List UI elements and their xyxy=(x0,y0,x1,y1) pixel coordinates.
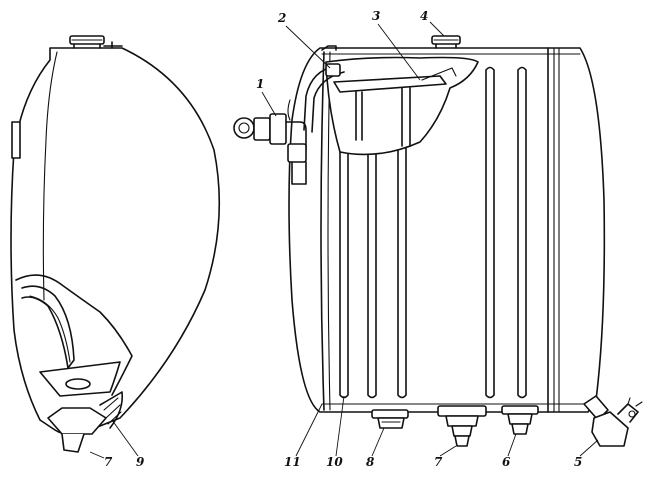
side-bracket xyxy=(11,121,21,159)
leader-8 xyxy=(371,427,385,457)
inner-bracket-post-2 xyxy=(401,87,411,147)
leader-4 xyxy=(429,21,445,37)
side-intake-pipe xyxy=(21,285,75,369)
top-lug xyxy=(321,45,337,51)
leader-10 xyxy=(335,395,345,457)
callout-2: 2 xyxy=(277,11,286,25)
drain-cock-5 xyxy=(583,395,643,447)
callout-6: 6 xyxy=(502,455,511,469)
callout-10: 10 xyxy=(326,455,343,469)
callout-7-left: 7 xyxy=(104,455,113,469)
callout-7-right: 7 xyxy=(434,455,443,469)
side-baffle-hole xyxy=(65,378,91,390)
side-section-view: 7 9 xyxy=(10,35,221,469)
side-pipe-inner xyxy=(29,295,71,363)
callout-1: 1 xyxy=(256,77,264,91)
leader-6 xyxy=(507,433,517,457)
leader-9 xyxy=(111,419,139,457)
leader-7-left xyxy=(89,451,105,459)
side-baffle xyxy=(39,361,121,397)
callout-11: 11 xyxy=(284,455,301,469)
filler-cap xyxy=(431,35,461,49)
side-top-tab xyxy=(103,41,123,49)
drain-fitting-6 xyxy=(501,405,539,435)
front-view: 1 2 3 4 11 10 8 7 6 5 xyxy=(233,9,643,469)
leader-11 xyxy=(295,403,323,457)
leader-2 xyxy=(285,25,331,69)
callout-9: 9 xyxy=(136,455,145,469)
side-cutaway-edge xyxy=(15,274,133,396)
callout-3: 3 xyxy=(372,9,380,23)
side-view-inner-wall xyxy=(42,51,58,301)
side-drain-plug xyxy=(61,433,85,453)
side-strainer-mesh xyxy=(103,397,122,425)
drain-fitting-8 xyxy=(371,409,409,429)
front-left-seam xyxy=(320,51,325,411)
callout-5: 5 xyxy=(574,455,582,469)
leader-5 xyxy=(579,439,599,457)
outlet-fitting xyxy=(233,99,307,185)
side-strainer xyxy=(99,391,124,429)
callout-4: 4 xyxy=(420,9,428,23)
leader-7-right xyxy=(439,445,457,457)
side-filler-neck xyxy=(73,43,101,49)
leader-1 xyxy=(261,91,277,117)
inner-bracket xyxy=(333,75,447,93)
drain-fitting-7 xyxy=(437,405,487,447)
inner-bracket-flange xyxy=(421,67,457,81)
inner-bracket-post-1 xyxy=(355,91,363,141)
leader-3 xyxy=(377,23,421,81)
callout-8: 8 xyxy=(366,455,375,469)
